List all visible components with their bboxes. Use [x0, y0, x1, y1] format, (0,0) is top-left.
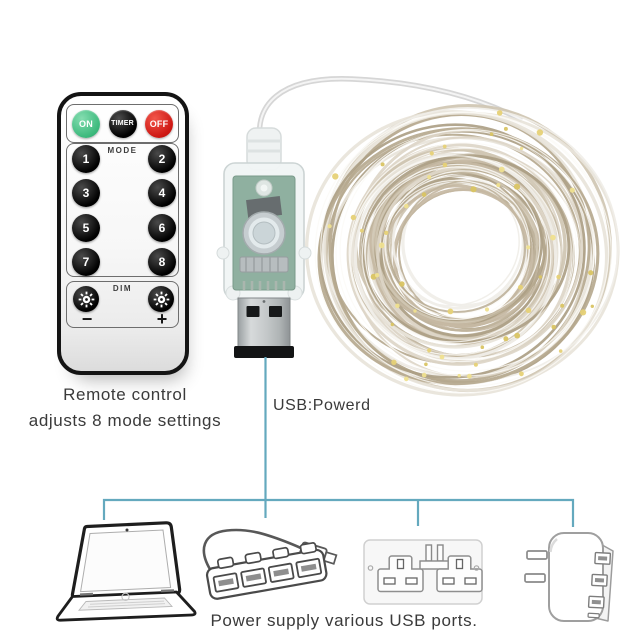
dim-up-button — [148, 286, 174, 312]
webcam-dot — [125, 528, 129, 532]
mode-button-8: 8 — [148, 248, 176, 276]
on-button: ON — [72, 109, 100, 138]
charger-prong — [526, 550, 548, 560]
mode-button-5: 5 — [72, 214, 100, 242]
mode-button-1: 1 — [72, 145, 100, 173]
usb-powered-caption: USB:Powerd — [273, 397, 371, 414]
usb-wall-charger-icon — [524, 532, 614, 622]
remote-control: ON TIMER OFF MODE 1 2 3 4 5 6 7 8 DIM — [57, 92, 189, 375]
remote-caption-line1: Remote control — [63, 385, 187, 404]
dim-label: DIM — [112, 284, 133, 293]
mode-button-4: 4 — [148, 179, 176, 207]
socket-left — [377, 555, 424, 593]
mode-button-7-label: 7 — [82, 255, 90, 269]
usb-cable — [256, 76, 524, 151]
usb-hub-icon — [202, 528, 338, 600]
mode-press-button — [242, 211, 286, 255]
laptop-icon — [55, 521, 197, 622]
timer-button-label: TIMER — [111, 120, 134, 127]
mode-button-7: 7 — [72, 248, 100, 276]
usb-a-plug — [234, 297, 294, 358]
sun-brightness-icon — [78, 291, 94, 307]
dim-down-button — [73, 286, 99, 312]
power-connection-lines — [102, 357, 575, 527]
on-button-label: ON — [79, 118, 93, 129]
sun-brightness-icon — [153, 291, 169, 307]
hub-ports — [212, 557, 323, 593]
timer-button: TIMER — [108, 109, 137, 138]
off-button: OFF — [145, 109, 173, 138]
mode-button-3-label: 3 — [82, 186, 90, 200]
charger-prong — [524, 573, 546, 583]
dim-plus-sign: + — [156, 309, 168, 329]
mode-button-2: 2 — [148, 145, 176, 173]
mode-button-6: 6 — [148, 214, 176, 242]
mode-button-2-label: 2 — [158, 152, 166, 166]
mode-button-6-label: 6 — [158, 221, 166, 235]
dim-minus-sign: − — [81, 309, 93, 329]
off-button-label: OFF — [149, 118, 169, 129]
usb-controller — [216, 127, 312, 358]
footer-caption: Power supply various USB ports. — [210, 611, 478, 630]
mode-button-3: 3 — [72, 179, 100, 207]
mode-button-4-label: 4 — [158, 186, 166, 200]
mode-button-1-label: 1 — [82, 152, 90, 166]
remote-dim-panel: DIM − + — [66, 281, 179, 328]
remote-caption-line2: adjusts 8 mode settings — [28, 411, 222, 430]
uk-wall-socket-icon — [363, 539, 483, 605]
charger-ports — [587, 551, 612, 619]
remote-mode-panel: MODE 1 2 3 4 5 6 7 8 — [66, 143, 179, 277]
remote-power-panel: ON TIMER OFF — [66, 104, 179, 143]
mode-button-5-label: 5 — [82, 221, 90, 235]
metal-clamp — [239, 256, 289, 273]
socket-right — [436, 555, 483, 593]
mode-label: MODE — [107, 146, 138, 155]
plug-pins — [419, 544, 450, 570]
led-string-light-coil — [304, 104, 620, 397]
mode-button-8-label: 8 — [158, 255, 166, 269]
remote-caption: Remote control adjusts 8 mode settings — [20, 382, 230, 434]
